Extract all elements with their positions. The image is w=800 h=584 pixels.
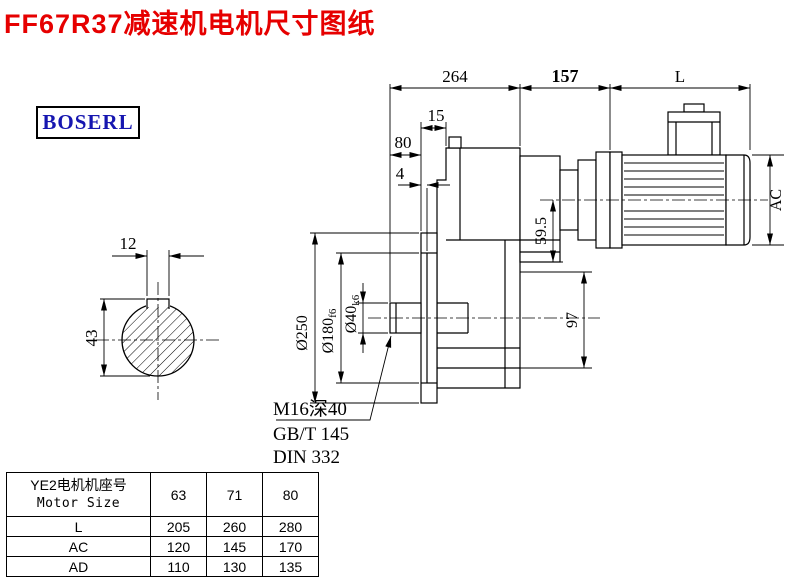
dim-59-5-label: 59.5 [533, 217, 550, 245]
motor-fins [624, 162, 724, 236]
dim-264-label: 264 [442, 67, 468, 86]
terminal-box-cap [683, 103, 705, 113]
dim-AC-label: AC [768, 189, 785, 211]
dim-d250-label: Ø250 [294, 315, 311, 351]
dim-43-label: 43 [82, 330, 101, 347]
note-m16: M16深40 [273, 398, 347, 420]
table-row-L: L 205 260 280 [6, 516, 319, 537]
motor [609, 103, 751, 249]
dim-d40-sub: k6 [350, 294, 362, 306]
dim-4-label: 4 [396, 164, 405, 183]
dim-d180-sub: f6 [327, 308, 339, 318]
dim-L-label: L [675, 67, 685, 86]
note-gbt145: GB/T 145 [273, 424, 349, 445]
terminal-box [667, 111, 721, 156]
shaft-cross-section: 12 43 [82, 234, 220, 400]
boserl-logo: BOSERL [36, 106, 140, 139]
cell-AD-80: 135 [262, 556, 319, 577]
cell-AC-71: 145 [206, 536, 263, 557]
row-label-AC: AC [6, 536, 151, 557]
row-label-L: L [6, 516, 151, 537]
dim-d180-label: Ø180f6 [320, 308, 339, 353]
motor-size-label-cn: YE2电机机座号 [30, 476, 127, 493]
row-label-AD: AD [6, 556, 151, 577]
cell-AC-63: 120 [150, 536, 207, 557]
dim-12-label: 12 [120, 234, 137, 253]
dim-d40-label: Ø40k6 [343, 294, 362, 333]
motor-size-label-en: Motor Size [36, 496, 121, 512]
dim-d180-base: Ø180 [320, 318, 337, 354]
spec-table: YE2电机机座号 Motor Size 63 71 80 L 205 260 2… [6, 472, 319, 577]
table-col-80: 80 [262, 472, 319, 517]
dim-right-stack: 59.5 97 AC [520, 154, 785, 369]
cell-L-80: 280 [262, 516, 319, 537]
thread-notes: M16深40 GB/T 145 DIN 332 [273, 335, 392, 468]
dim-front-stack: 15 80 4 [390, 106, 450, 251]
dim-157-label: 157 [552, 66, 579, 86]
table-header-motor-size: YE2电机机座号 Motor Size [6, 472, 151, 517]
table-row-AC: AC 120 145 170 [6, 536, 319, 557]
centerlines [368, 199, 768, 319]
logo-text: BOSERL [42, 110, 134, 134]
cell-AC-80: 170 [262, 536, 319, 557]
page-title: FF67R37减速机电机尺寸图纸 [4, 9, 376, 39]
cell-L-71: 260 [206, 516, 263, 537]
cell-L-63: 205 [150, 516, 207, 537]
dim-15-label: 15 [428, 106, 445, 125]
table-col-63: 63 [150, 472, 207, 517]
dim-d40-base: Ø40 [343, 306, 360, 334]
dim-97-label: 97 [564, 312, 581, 328]
top-bolt [448, 136, 462, 149]
table-row-header: YE2电机机座号 Motor Size 63 71 80 [6, 472, 319, 517]
note-din332: DIN 332 [273, 447, 340, 468]
cell-AD-71: 130 [206, 556, 263, 577]
table-row-AD: AD 110 130 135 [6, 556, 319, 577]
dim-80-label: 80 [395, 133, 412, 152]
gearbox-housing [389, 136, 521, 404]
table-col-71: 71 [206, 472, 263, 517]
dim-top-row: 264 157 L [389, 66, 751, 302]
dim-diameters: Ø250 Ø180f6 Ø40k6 [294, 232, 419, 404]
cell-AD-63: 110 [150, 556, 207, 577]
